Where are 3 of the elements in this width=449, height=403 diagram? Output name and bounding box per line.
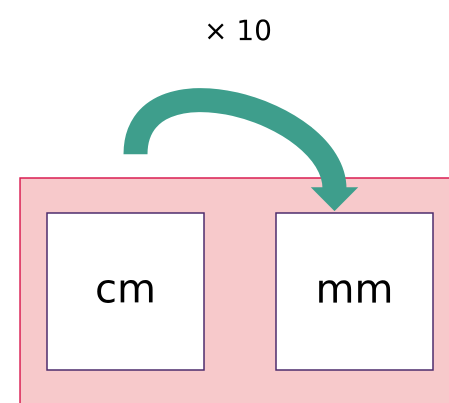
edge-label: × 10 bbox=[202, 17, 274, 43]
unit-box: mm bbox=[275, 212, 434, 371]
unit-box: cm bbox=[46, 212, 205, 371]
